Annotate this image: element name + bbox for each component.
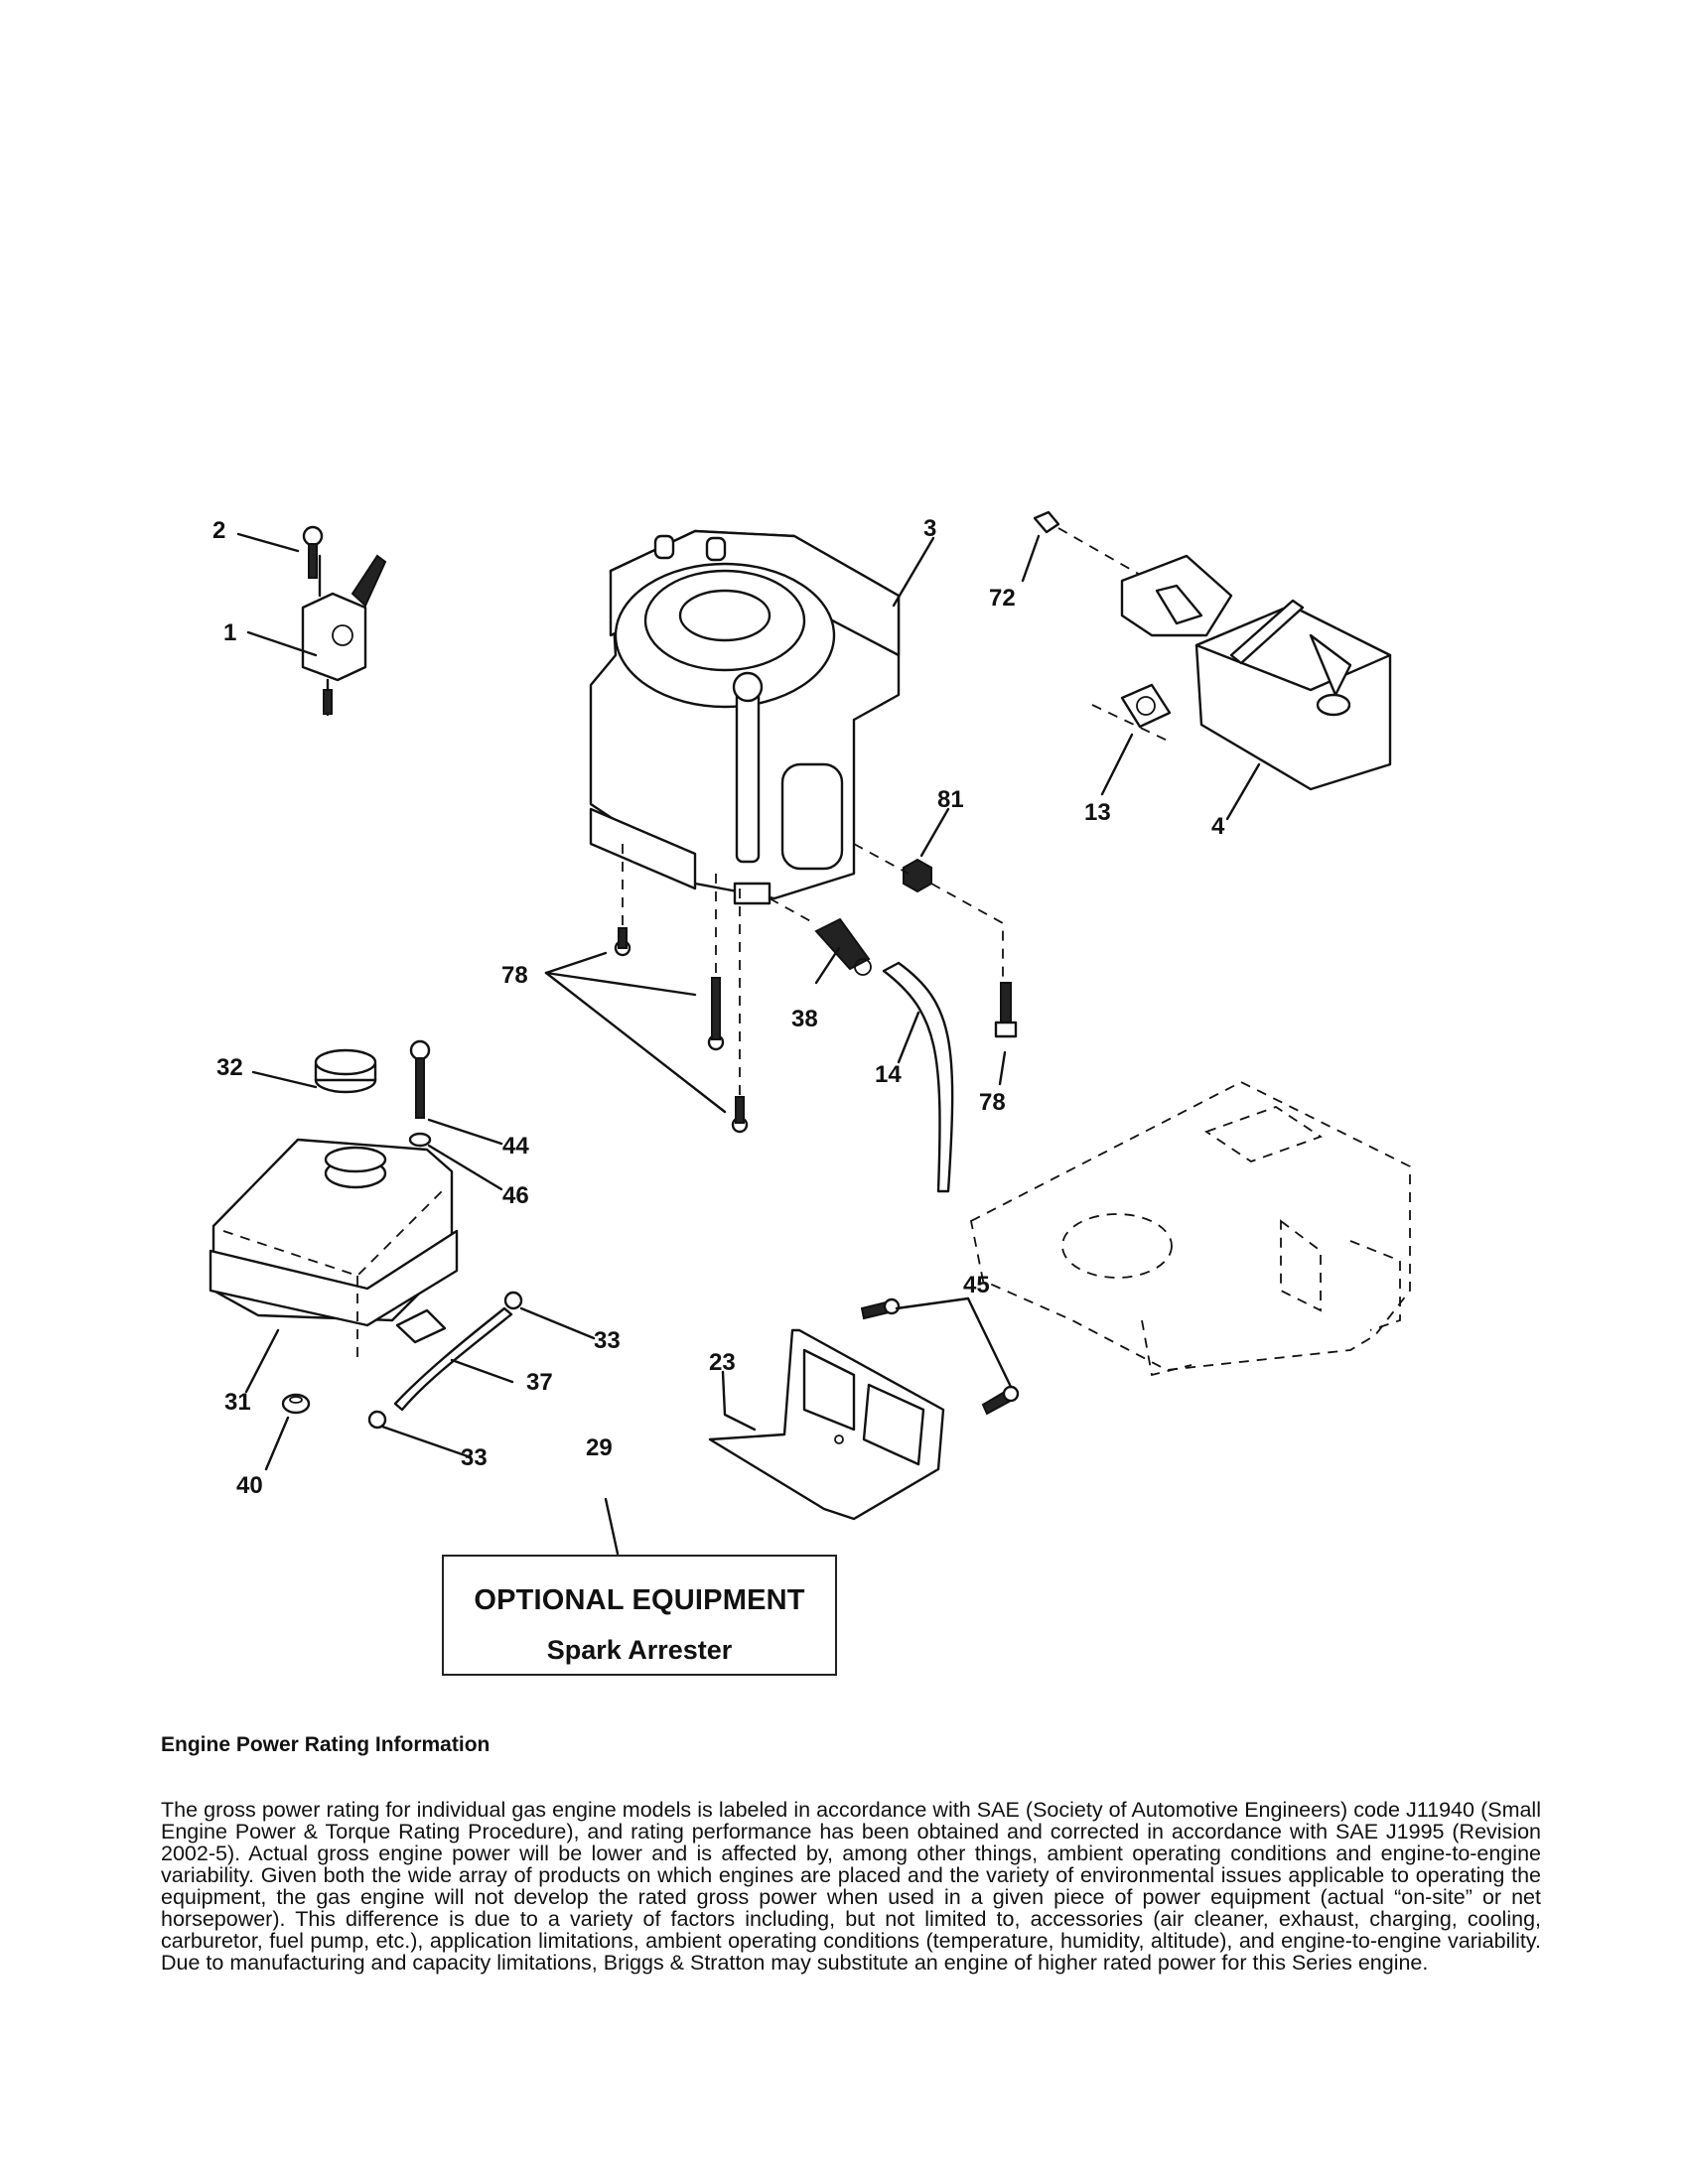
leader-lines [236,532,1261,1556]
frame-outline [969,1080,1411,1377]
screw-44-part [409,1039,431,1119]
callout-2: 2 [212,517,225,544]
engine-power-heading: Engine Power Rating Information [161,1733,491,1756]
callout-1: 1 [223,619,236,646]
screw-45-parts [860,1297,1020,1416]
callout-33-lower: 33 [461,1444,488,1471]
engine-power-body: The gross power rating for individual ga… [161,1798,1541,1975]
callout-32: 32 [216,1054,243,1081]
callout-72: 72 [989,585,1016,612]
callout-46: 46 [502,1182,529,1209]
throttle-control-part [301,554,387,717]
optional-equipment-subtitle: Spark Arrester [546,1635,733,1665]
gas-cap-part [314,1048,377,1094]
fuel-filter-part [769,897,872,976]
parts-diagram: 2 1 3 72 13 4 81 78 38 14 78 32 44 46 31… [209,510,1411,1556]
callout-81: 81 [937,786,964,813]
screw-part [302,525,324,579]
callout-31: 31 [224,1389,251,1416]
gasket-part [1091,683,1173,744]
nut-81-part [853,843,1004,978]
callout-38: 38 [791,1006,818,1032]
callout-45: 45 [963,1272,990,1298]
engine-part [589,529,901,905]
callout-78-right: 78 [979,1089,1006,1116]
bolt-72-part [1033,510,1143,577]
clamp-lower-part [367,1410,387,1430]
optional-equipment-box: OPTIONAL EQUIPMENT Spark Arrester [442,1555,837,1676]
callout-4: 4 [1211,813,1225,840]
optional-equipment-title: OPTIONAL EQUIPMENT [474,1584,805,1616]
callout-13: 13 [1084,799,1111,826]
clamp-upper-part [503,1291,523,1310]
gas-tank-part [209,1138,459,1360]
callout-3: 3 [923,515,936,542]
callout-14: 14 [875,1061,902,1088]
callout-23: 23 [709,1349,736,1376]
bolt-78-parts [544,844,1018,1134]
callout-labels: 2 1 3 72 13 4 81 78 38 14 78 32 44 46 31… [212,515,1225,1499]
callout-33-upper: 33 [594,1327,621,1354]
muffler-part [1120,554,1392,791]
callout-29: 29 [586,1434,613,1461]
grommet-part [281,1393,311,1415]
fuel-hose-part [882,961,954,1193]
callout-40: 40 [236,1472,263,1499]
fuel-line-part [393,1306,513,1412]
callout-37: 37 [526,1369,553,1396]
callout-44: 44 [502,1133,529,1160]
callout-78-left: 78 [501,962,528,989]
heat-shield-part [708,1328,945,1521]
